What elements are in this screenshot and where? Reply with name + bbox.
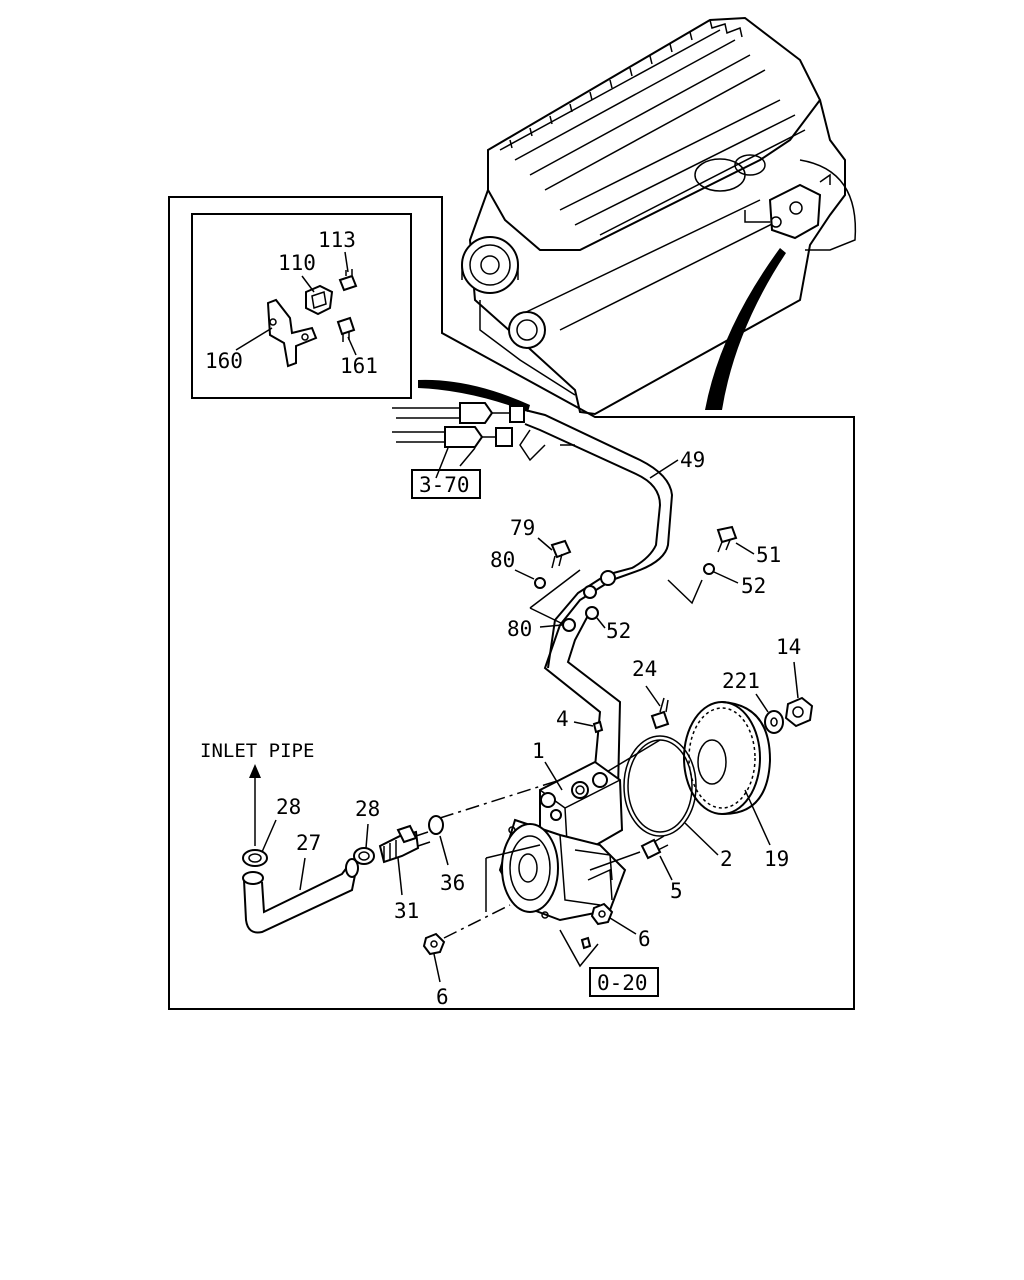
part-label-1: 1 [532,739,545,763]
part-label-49: 49 [680,448,705,472]
part-label-24: 24 [632,657,657,681]
ref-label-020: 0-20 [597,971,648,995]
part-label-221: 221 [722,669,760,693]
engine-block [461,16,857,416]
part-label-51: 51 [756,543,781,567]
pump-assembly-1 [498,760,627,922]
part-label-52a: 52 [741,574,766,598]
o-ring-2 [623,735,697,837]
washer-52a [703,563,715,575]
part-label-28b: 28 [355,797,380,821]
inlet-hose-27 [242,858,359,934]
part-label-79: 79 [510,516,535,540]
part-label-80a: 80 [490,548,515,572]
part-label-5: 5 [670,879,683,903]
part-label-161: 161 [340,354,378,378]
pointer-arrow-inset [418,379,530,412]
inlet-pipe-label: INLET PIPE [200,740,314,762]
main-frame [168,196,855,1010]
bracket-assembly [266,269,358,368]
nut-6a [590,902,614,926]
part-label-80b: 80 [507,617,532,641]
washer-52b [585,606,599,620]
washer-80a [534,577,546,589]
part-label-14: 14 [776,635,801,659]
part-label-19: 19 [764,847,789,871]
part-label-28a: 28 [276,795,301,819]
part-label-6a: 6 [638,927,651,951]
part-label-27: 27 [296,831,321,855]
washer-221 [764,710,784,734]
nut-14 [784,696,814,728]
part-label-113: 113 [318,228,356,252]
part-label-2: 2 [720,847,733,871]
fitting-31 [378,824,431,864]
part-label-36: 36 [440,871,465,895]
bolt-79 [550,539,572,569]
part-label-4: 4 [556,707,569,731]
ref-leader-370 [435,447,476,479]
hose-clip-28a [242,849,268,867]
inlet-arrow-head [249,764,261,778]
ref-label-370: 3-70 [419,473,470,497]
inset-box [191,213,412,399]
injector-connectors [392,402,525,448]
pointer-arrow [705,248,786,410]
part-label-110: 110 [278,251,316,275]
washer-80b [562,618,576,632]
nut-6b [422,932,446,956]
bolt-5 [640,835,669,860]
key-pin [580,936,592,950]
part-label-6b: 6 [436,985,449,1009]
o-ring-36 [428,815,444,835]
bolt-24 [650,697,670,730]
part-label-160: 160 [205,349,243,373]
ref-box-020 [589,967,659,997]
hose-clip-28b [353,847,375,865]
bolt-51 [716,525,738,553]
part-label-52b: 52 [606,619,631,643]
drive-gear-19 [683,701,772,816]
pin-4 [592,720,604,734]
part-label-31: 31 [394,899,419,923]
ref-box-370 [411,469,481,499]
